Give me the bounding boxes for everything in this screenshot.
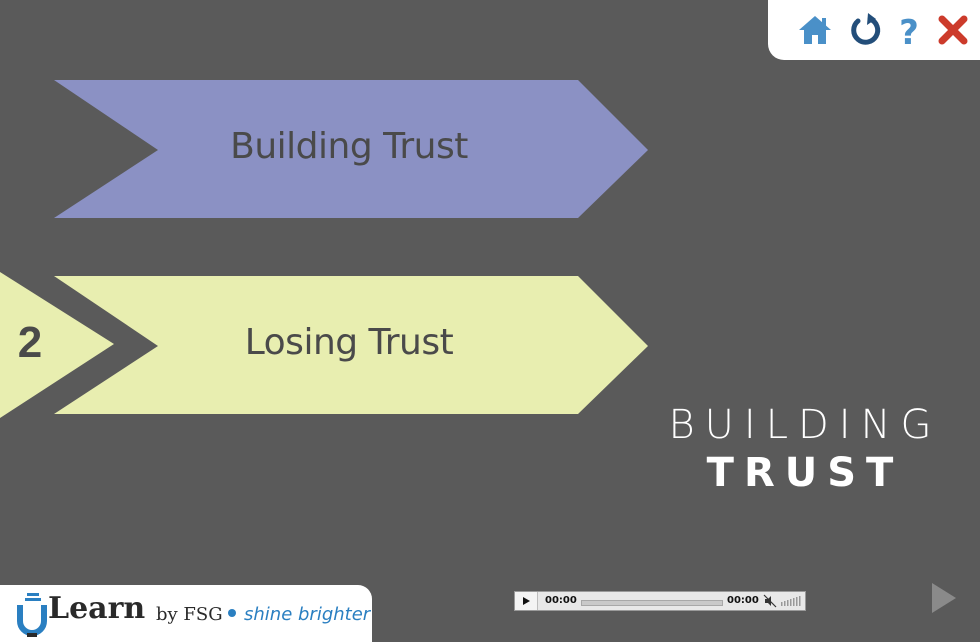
- brand-by: by FSG: [156, 604, 223, 625]
- brand-name: Learn: [48, 591, 146, 626]
- brand-separator-dot: [228, 609, 236, 617]
- help-button[interactable]: ?: [890, 11, 928, 49]
- top-toolbar: ?: [768, 0, 980, 60]
- brand-tagline: shine brighter: [244, 604, 371, 625]
- brand-card: Learn by FSG shine brighter: [0, 585, 372, 642]
- home-icon: [799, 16, 831, 44]
- menu-item-losing-trust[interactable]: 2 Losing Trust: [0, 272, 650, 418]
- play-arrow-icon: [932, 583, 956, 613]
- menu-item-building-trust[interactable]: Building Trust: [0, 80, 650, 220]
- ulearn-logo-icon: [17, 593, 47, 637]
- seek-bar[interactable]: [581, 600, 723, 606]
- reload-button[interactable]: [846, 11, 884, 49]
- menu-item-number: 2: [17, 318, 43, 367]
- menu-item-label: Building Trust: [230, 126, 468, 167]
- course-title-line1: BUILDING: [668, 402, 942, 448]
- close-icon: [938, 15, 968, 45]
- svg-text:?: ?: [899, 13, 919, 49]
- menu-item-label: Losing Trust: [244, 322, 454, 363]
- audio-player: 00:00 00:00: [514, 591, 806, 611]
- reload-icon: [851, 13, 881, 45]
- close-button[interactable]: [934, 11, 972, 49]
- course-title-line2: TRUST: [706, 450, 904, 496]
- current-time: 00:00: [545, 595, 577, 606]
- help-icon: ?: [899, 13, 919, 49]
- play-button[interactable]: [515, 592, 538, 610]
- chevron-arrow-shape: [0, 272, 648, 418]
- duration: 00:00: [727, 595, 759, 606]
- volume-slider[interactable]: [781, 596, 801, 606]
- chevron-arrow-shape: [54, 80, 648, 218]
- mute-icon[interactable]: [763, 594, 777, 608]
- next-slide-button[interactable]: [928, 580, 960, 616]
- home-button[interactable]: [796, 11, 834, 49]
